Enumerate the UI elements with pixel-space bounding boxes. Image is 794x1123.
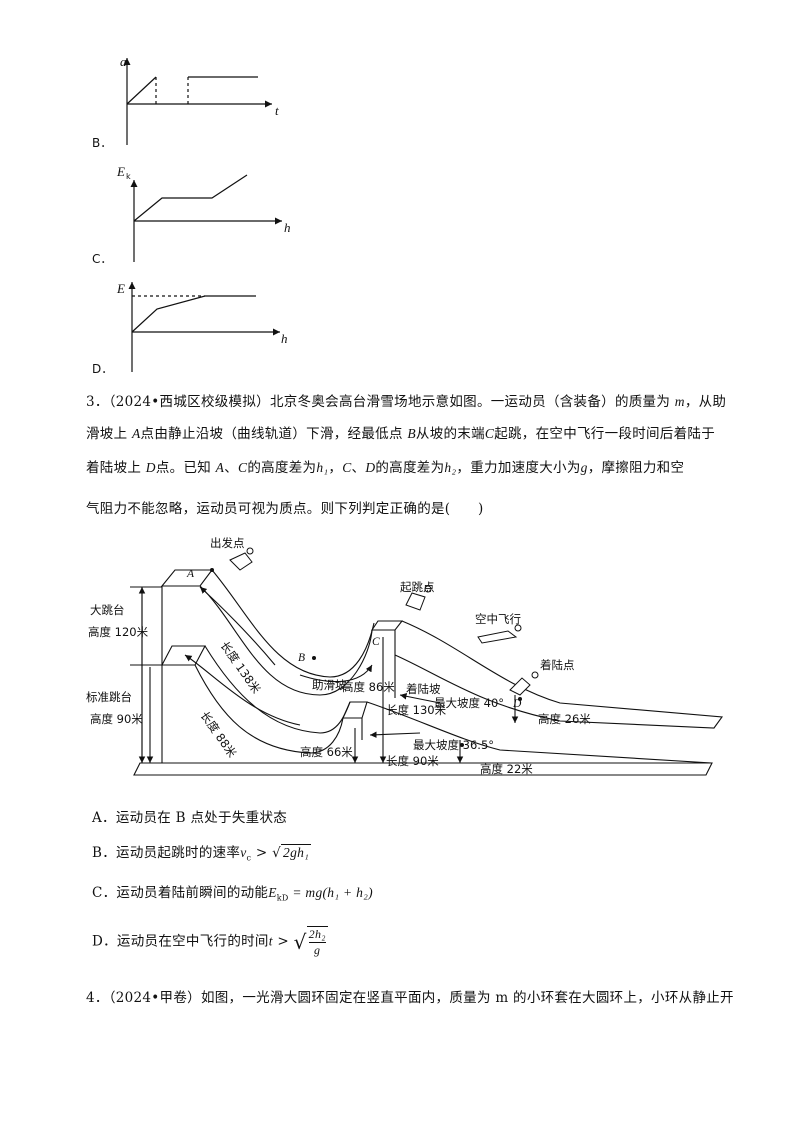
graph-b-ylabel: a [120, 54, 127, 69]
graph-d-ylabel: E [116, 281, 125, 296]
label-big-platform: 大跳台 [90, 603, 125, 617]
label-len-138: 长度 138米 [218, 639, 264, 697]
label-h26: 高度 26米 [538, 712, 591, 726]
label-big-height: 高度 120米 [88, 625, 149, 639]
label-b: B [298, 652, 305, 664]
graph-b-option: B． [92, 136, 112, 150]
skier-icons [229, 547, 539, 696]
q4-line-1: 4．（2024•甲卷）如图，一光滑大圆环固定在竖直平面内，质量为 m 的小环套在… [86, 990, 734, 1006]
label-max-40: 最大坡度 40° [434, 696, 504, 710]
graph-b-xlabel: t [275, 103, 279, 118]
label-len-130: 长度 130米 [386, 703, 447, 717]
graph-c-option: C． [92, 252, 112, 266]
graph-c [130, 174, 282, 262]
option-b[interactable]: B．运动员起跳时的速率vc > √2gh₁ [92, 844, 312, 863]
graph-b [123, 58, 272, 145]
option-graphs: a t B． E k h C． E h D． [92, 54, 291, 376]
label-h22: 高度 22米 [480, 762, 533, 776]
label-std-platform: 标准跳台 [86, 690, 132, 704]
label-landing-slope: 着陆坡 [406, 682, 441, 696]
label-d: D [512, 698, 522, 710]
label-std-height: 高度 90米 [90, 712, 143, 726]
label-a: A [186, 568, 195, 580]
label-max-365: 最大坡度 36.5° [413, 738, 494, 752]
option-c[interactable]: C．运动员着陆前瞬间的动能EkD = mg(h₁ + h₂) [92, 885, 373, 903]
label-c: C [372, 636, 380, 648]
graph-c-ylabel: E [116, 164, 125, 179]
option-a[interactable]: A．运动员在 B 点处于失重状态 [92, 810, 288, 826]
q3-line-4: 气阻力不能忽略，运动员可视为质点。则下列判定正确的是( ) [86, 501, 484, 517]
graph-c-ysub: k [126, 172, 131, 181]
q3-line-2: 滑坡上 A点由静止沿坡（曲线轨道）下滑，经最低点 B从坡的末端C起跳，在空中飞行… [86, 426, 716, 442]
label-len-88: 长度 88米 [198, 709, 240, 761]
q3-line-1: 3．（2024•西城区校级模拟）北京冬奥会高台滑雪场地示意如图。一运动员（含装备… [86, 394, 727, 410]
label-h66: 高度 66米 [300, 745, 353, 759]
label-landing: 着陆点 [540, 658, 575, 672]
label-runway: 助滑坡 [312, 678, 347, 692]
graph-d-option: D． [92, 362, 113, 376]
label-takeoff: 起跳点 [400, 580, 435, 594]
graph-d-xlabel: h [281, 331, 288, 346]
label-len-90: 长度 90米 [386, 754, 439, 768]
label-h86: 高度 86米 [342, 680, 395, 694]
q3-line-3: 着陆坡上 D点。已知 A、C的高度差为h₁，C、D的高度差为h₂，重力加速度大小… [86, 460, 685, 476]
ski-jump-diagram: 出发点 A 大跳台 高度 120米 起跳点 空中飞行 着陆点 B C D 长度 … [86, 536, 724, 776]
label-flight: 空中飞行 [475, 612, 521, 626]
graph-c-xlabel: h [284, 220, 291, 235]
label-start: 出发点 [210, 536, 245, 550]
graph-d [128, 282, 280, 372]
